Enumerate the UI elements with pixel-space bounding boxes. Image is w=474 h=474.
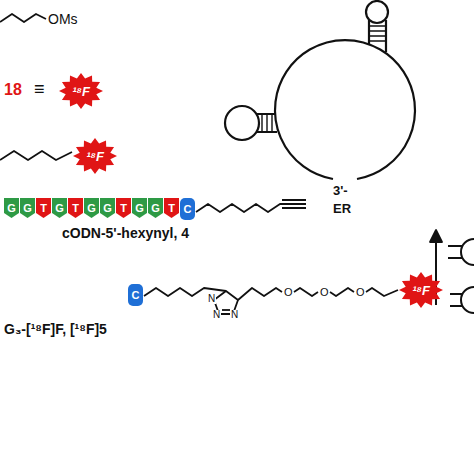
stem-pairs (369, 26, 386, 41)
base-tag: T (116, 198, 131, 218)
aptamer-label: ER (333, 202, 351, 215)
starburst (59, 73, 103, 109)
tag-shape (36, 198, 51, 218)
tag-shape (128, 284, 143, 306)
base-tag: T (164, 198, 179, 218)
tag-shape (148, 198, 163, 218)
base-tag: G (148, 198, 163, 218)
base-letter: C (132, 289, 140, 301)
tag-shape (68, 198, 83, 218)
base-letter: T (120, 202, 127, 214)
atom-label: O (284, 287, 293, 298)
base-letter: G (7, 202, 16, 214)
tag-shape (132, 198, 147, 218)
isotope-label: ¹⁸F (86, 149, 104, 164)
isotope-label: ¹⁸F (412, 283, 430, 298)
tag-shape (100, 198, 115, 218)
base-letter: G (23, 202, 32, 214)
base-letter: T (72, 202, 79, 214)
isotope-burst: ¹⁸F (58, 72, 104, 110)
base-letter: C (184, 203, 192, 215)
hairpin-stem (450, 294, 462, 306)
base-tag: G (20, 198, 35, 218)
base-tag: T (68, 198, 83, 218)
strand-end: 3'- (333, 184, 348, 197)
isotope-number: 18 (4, 82, 22, 98)
compound-label: cODN-5'-hexynyl, 4 (62, 226, 189, 240)
base-tag: G (100, 198, 115, 218)
isotope-label: ¹⁸F (72, 84, 90, 99)
base-tag: G (84, 198, 99, 218)
hairpin-stem (256, 114, 277, 132)
isotope-burst: ¹⁸F (398, 271, 444, 309)
stem-pairs (262, 114, 272, 132)
compound-label: G₃-[¹⁸F]F, [¹⁸F]5 (4, 322, 107, 336)
base-letter: T (168, 202, 175, 214)
base-tag: G (52, 198, 67, 218)
starburst (73, 138, 117, 174)
tag-shape (116, 198, 131, 218)
base-letter: G (151, 202, 160, 214)
base-letter: G (55, 202, 64, 214)
atom-label: O (356, 287, 365, 298)
peg-chain (238, 288, 398, 300)
base-letter: G (87, 202, 96, 214)
tag-shape (52, 198, 67, 218)
atom-label: N (212, 310, 221, 320)
hairpin-stem (369, 20, 386, 52)
alkyl-chain (0, 14, 46, 22)
atom-label: O (320, 287, 329, 298)
hairpin-loop (461, 287, 474, 313)
base-tag: T (36, 198, 51, 218)
tag-shape (180, 198, 195, 220)
base-letter: G (135, 202, 144, 214)
cytosine-tag: C (180, 198, 195, 220)
isotope-burst: ¹⁸F (72, 137, 118, 175)
atom-label: N (230, 310, 239, 320)
tag-shape (20, 198, 35, 218)
hairpin-loop (225, 106, 259, 140)
tag-shape (164, 198, 179, 218)
aptamer-backbone (275, 40, 415, 179)
hairpin-stem (448, 246, 462, 258)
base-tag: G (4, 198, 19, 218)
triple-bond (282, 200, 306, 208)
base-letter: G (103, 202, 112, 214)
leaving-group: OMs (48, 12, 78, 26)
base-tag: G (132, 198, 147, 218)
arrow-head (430, 230, 442, 242)
cytosine-tag: C (128, 284, 143, 306)
tag-shape (4, 198, 19, 218)
triazole-double-bond (222, 309, 230, 311)
starburst (399, 272, 443, 308)
hairpin-loop (366, 1, 388, 23)
atom-label: N (207, 294, 216, 304)
base-letter: T (40, 202, 47, 214)
equivalence-sign: ≡ (34, 80, 45, 98)
tag-shape (84, 198, 99, 218)
hairpin-loop (461, 239, 474, 265)
alkyl-chain (0, 151, 72, 160)
